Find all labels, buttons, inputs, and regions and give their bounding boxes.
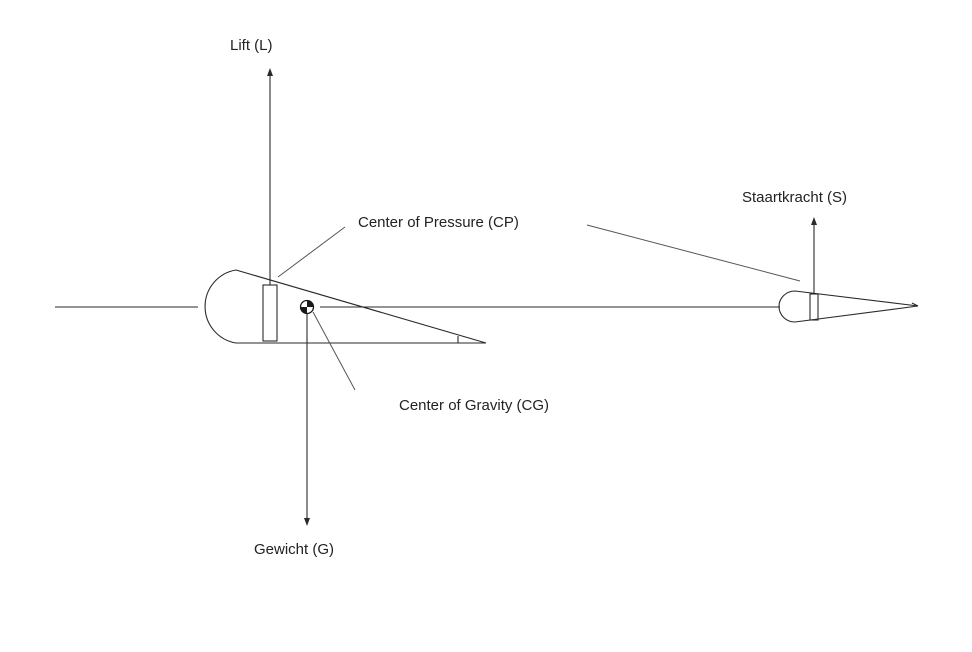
cp-tail-leader-line xyxy=(586,224,801,282)
tail-trailing-mark xyxy=(911,302,919,307)
gewicht-label: Gewicht (G) xyxy=(254,541,334,558)
main-wing-spar xyxy=(262,284,278,342)
lift-label: Lift (L) xyxy=(230,37,273,54)
tail-airfoil xyxy=(778,290,919,323)
staartkracht-label: Staartkracht (S) xyxy=(742,189,847,206)
tail-spar xyxy=(809,293,819,321)
main-wing-airfoil xyxy=(204,269,487,344)
cp-leader-line xyxy=(277,226,346,278)
cg-symbol xyxy=(299,299,315,315)
center-of-gravity-label: Center of Gravity (CG) xyxy=(399,397,549,414)
cg-leader-line xyxy=(312,311,356,391)
center-of-pressure-label: Center of Pressure (CP) xyxy=(358,214,519,231)
